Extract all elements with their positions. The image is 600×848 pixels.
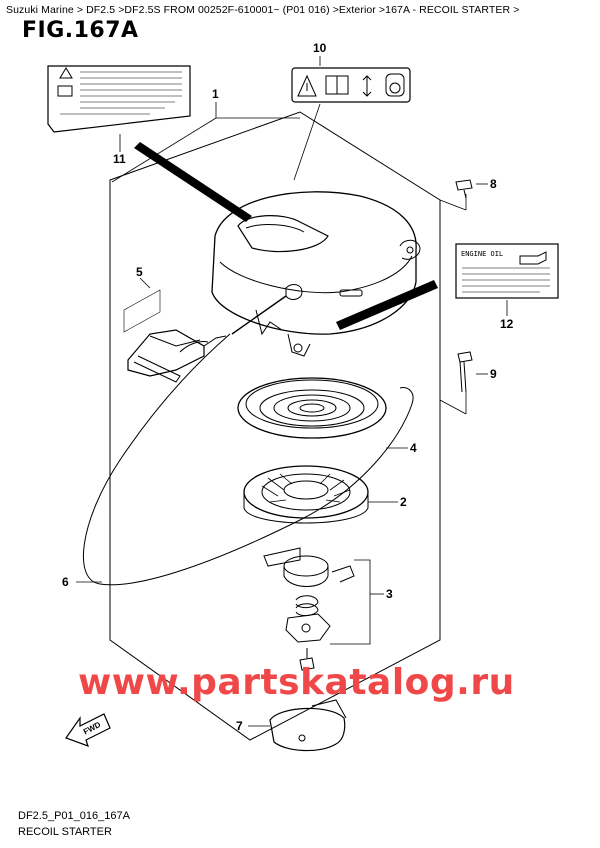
starter-reel-2 xyxy=(243,465,369,524)
callout-1: 1 xyxy=(212,87,219,101)
caption: RECOIL STARTER xyxy=(18,826,112,838)
recoil-spring-4 xyxy=(237,377,387,439)
callout-8: 8 xyxy=(490,177,497,191)
bolt-9 xyxy=(457,351,473,393)
callout-11: 11 xyxy=(113,152,126,166)
warning-label-11 xyxy=(47,65,191,133)
starter-handle-5 xyxy=(123,289,227,383)
pictogram-label-10 xyxy=(291,67,411,103)
callout-2: 2 xyxy=(400,495,407,509)
callout-5: 5 xyxy=(136,265,143,279)
ratchet-set-3 xyxy=(263,547,355,671)
callout-9: 9 xyxy=(490,367,497,381)
callout-4: 4 xyxy=(410,441,417,455)
engine-oil-label-12 xyxy=(455,243,559,299)
diagram-code: DF2.5_P01_016_167A xyxy=(18,810,130,822)
engine-oil-label-text: ENGINE OIL xyxy=(461,250,503,258)
callout-10: 10 xyxy=(313,41,327,55)
bracket-7 xyxy=(269,699,347,752)
watermark: www.partskatalog.ru xyxy=(78,662,515,703)
callout-12: 12 xyxy=(500,317,514,331)
bolt-8 xyxy=(455,179,473,199)
breadcrumb: Suzuki Marine > DF2.5 >DF2.5S FROM 00252… xyxy=(6,4,520,16)
starter-rope-6 xyxy=(82,333,414,586)
figure-title: FIG.167A xyxy=(22,18,139,43)
assembly-outline xyxy=(109,111,441,741)
guide-arrow-left xyxy=(134,142,252,222)
guide-arrow-right xyxy=(336,280,438,330)
callout-3: 3 xyxy=(386,587,393,601)
callout-6: 6 xyxy=(62,575,69,589)
fwd-arrow-icon xyxy=(65,713,111,747)
callout-7: 7 xyxy=(236,719,243,733)
